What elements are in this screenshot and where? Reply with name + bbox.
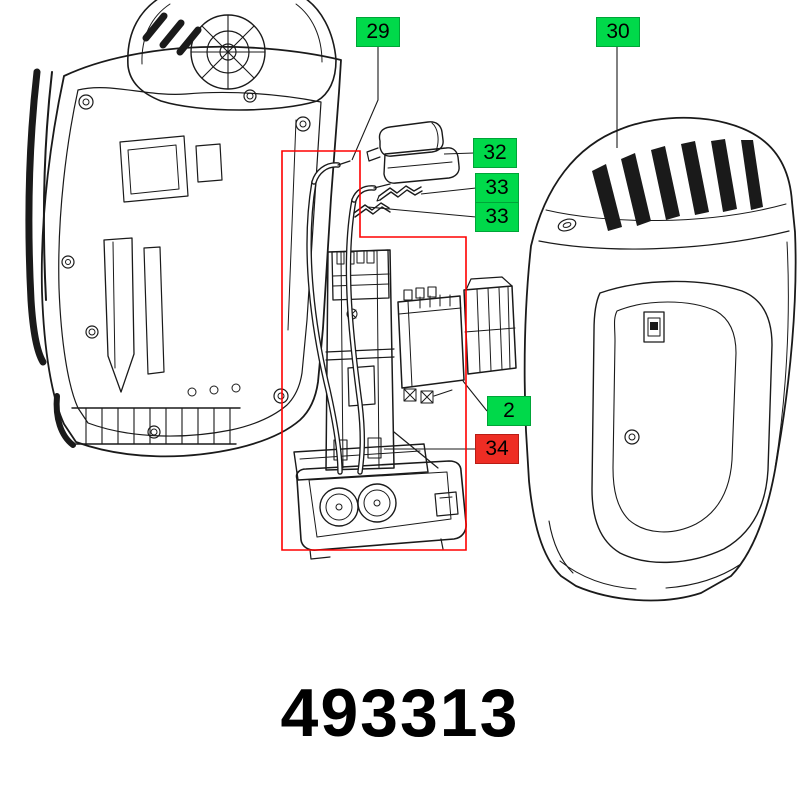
part-number: 493313: [280, 675, 520, 751]
callout-32-label: 32: [483, 141, 507, 164]
callout-34-label: 34: [485, 437, 509, 460]
callout-33a: 33: [475, 173, 519, 203]
callout-29-label: 29: [366, 20, 390, 43]
callout-33b: 33: [475, 202, 519, 232]
callout-34: 34: [475, 434, 519, 464]
battery-cell-drawing: [366, 121, 460, 184]
motor-cap-drawing: [127, 0, 337, 111]
right-housing-drawing: [523, 116, 797, 602]
leader-lines: [351, 47, 618, 450]
left-housing-drawing: [25, 45, 342, 458]
callout-30-label: 30: [606, 20, 630, 43]
callout-30: 30: [596, 17, 640, 47]
wires-drawing: [306, 160, 391, 475]
callout-2-label: 2: [503, 399, 515, 422]
callout-2: 2: [487, 396, 531, 426]
highlight-outline: [281, 150, 467, 551]
callout-33b-label: 33: [485, 205, 509, 228]
switch-drawing: [397, 276, 517, 404]
callout-29: 29: [356, 17, 400, 47]
callout-33a-label: 33: [485, 176, 509, 199]
callout-32: 32: [473, 138, 517, 168]
